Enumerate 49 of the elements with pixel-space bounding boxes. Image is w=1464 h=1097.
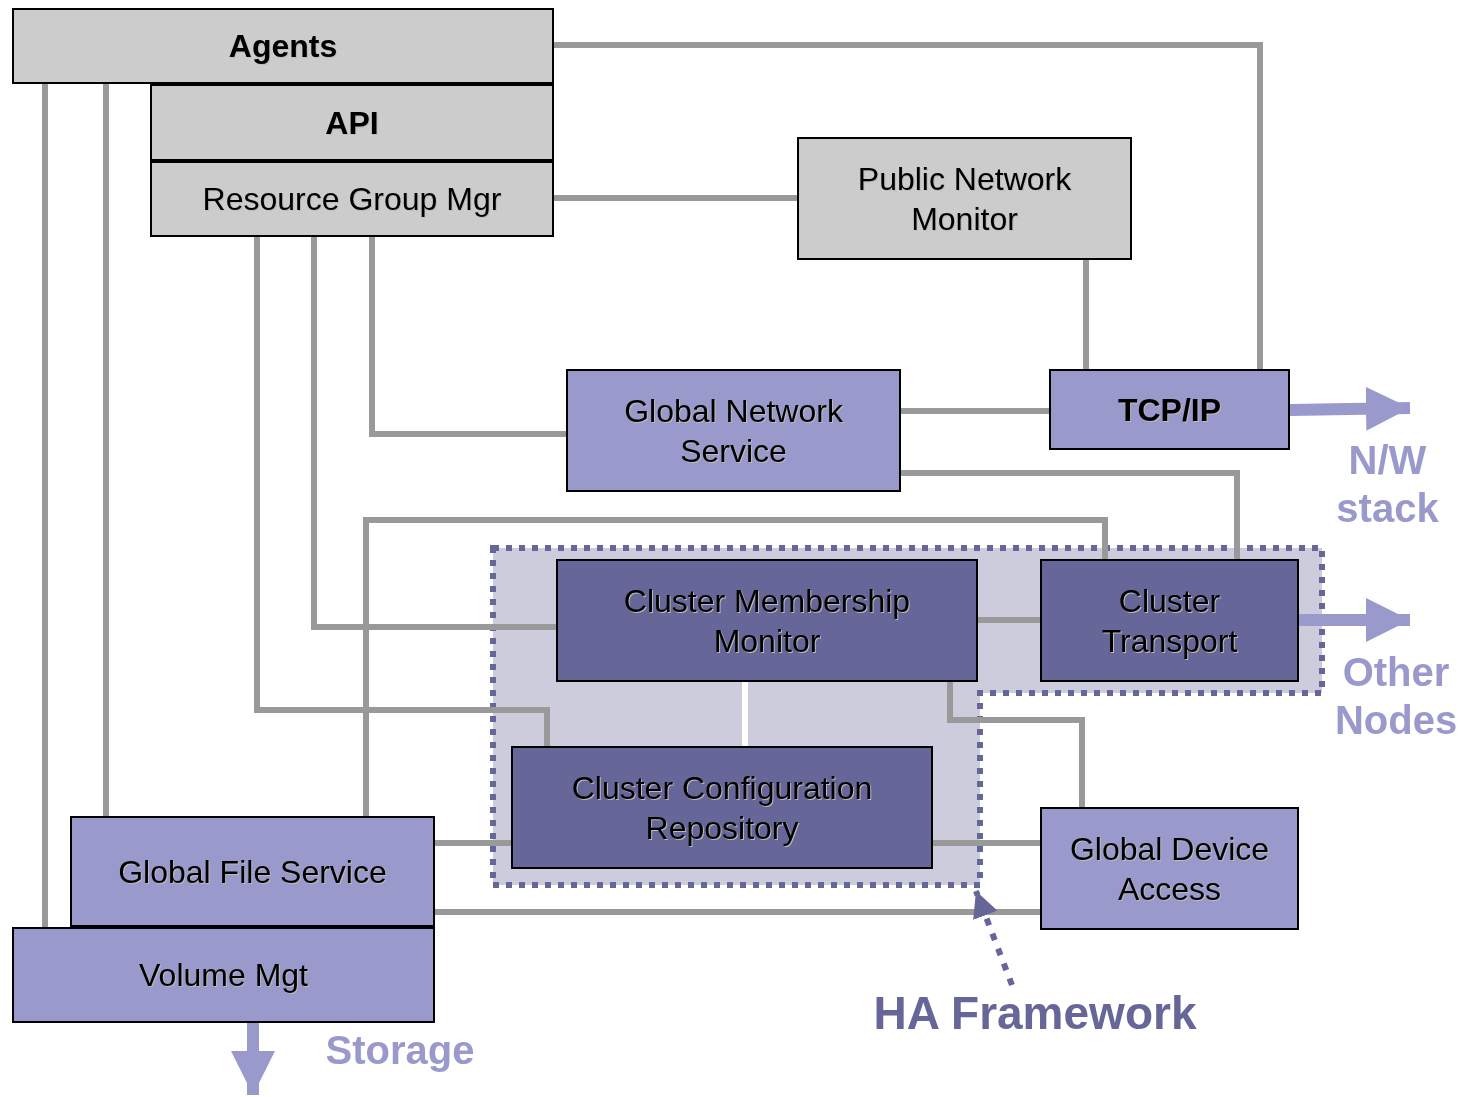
component-box	[566, 369, 901, 492]
connector-line	[901, 470, 1240, 559]
connector-line	[369, 237, 566, 437]
component-name: Agents	[227, 27, 339, 66]
component-box	[12, 8, 554, 84]
component-name: Volume Mgt	[138, 956, 309, 995]
connector-line	[554, 42, 1263, 369]
flow-arrow	[1289, 386, 1411, 431]
connector-line	[978, 617, 1040, 623]
component-name: Global Device Access	[1068, 829, 1271, 909]
component-name: Global Network Service	[623, 391, 844, 471]
connector-line	[947, 682, 1085, 807]
connector-line	[554, 195, 797, 201]
connector-line	[435, 909, 1040, 915]
component-name: Cluster Membership Monitor	[622, 581, 912, 661]
component-name: Public Network Monitor	[856, 159, 1073, 239]
flow-arrow	[231, 1023, 275, 1095]
component-box	[1049, 369, 1290, 450]
component-box	[150, 161, 554, 237]
flow-arrow	[1299, 598, 1410, 642]
connector-line	[103, 84, 109, 816]
connector-line	[901, 408, 1049, 414]
flow-label: Storage	[324, 1027, 476, 1074]
component-box	[12, 927, 435, 1023]
component-box	[150, 84, 554, 161]
connector-line	[435, 840, 511, 846]
connector-line	[42, 84, 48, 927]
framework-label: HA Framework	[873, 986, 1197, 1042]
component-box	[556, 559, 978, 682]
flow-label: N/W stack	[1335, 437, 1440, 532]
component-name: API	[324, 103, 380, 143]
connector-line	[742, 682, 748, 746]
component-name: Resource Group Mgr	[201, 180, 503, 219]
component-box	[1040, 559, 1299, 682]
component-box	[511, 746, 933, 869]
connector-line	[254, 237, 550, 746]
component-name: Cluster Configuration Repository	[570, 768, 874, 848]
connector-line	[363, 517, 1108, 816]
connector-line	[1083, 260, 1089, 369]
flow-label: Other Nodes	[1333, 649, 1459, 744]
component-name: Global File Service	[117, 852, 388, 892]
component-name: TCP/IP	[1116, 390, 1223, 430]
component-box	[1040, 807, 1299, 930]
connector-line	[311, 237, 556, 630]
connector-line	[933, 840, 1040, 846]
component-name: Cluster Transport	[1100, 581, 1239, 661]
component-box	[70, 816, 435, 927]
leader-line	[973, 889, 1015, 987]
component-box	[797, 137, 1132, 260]
